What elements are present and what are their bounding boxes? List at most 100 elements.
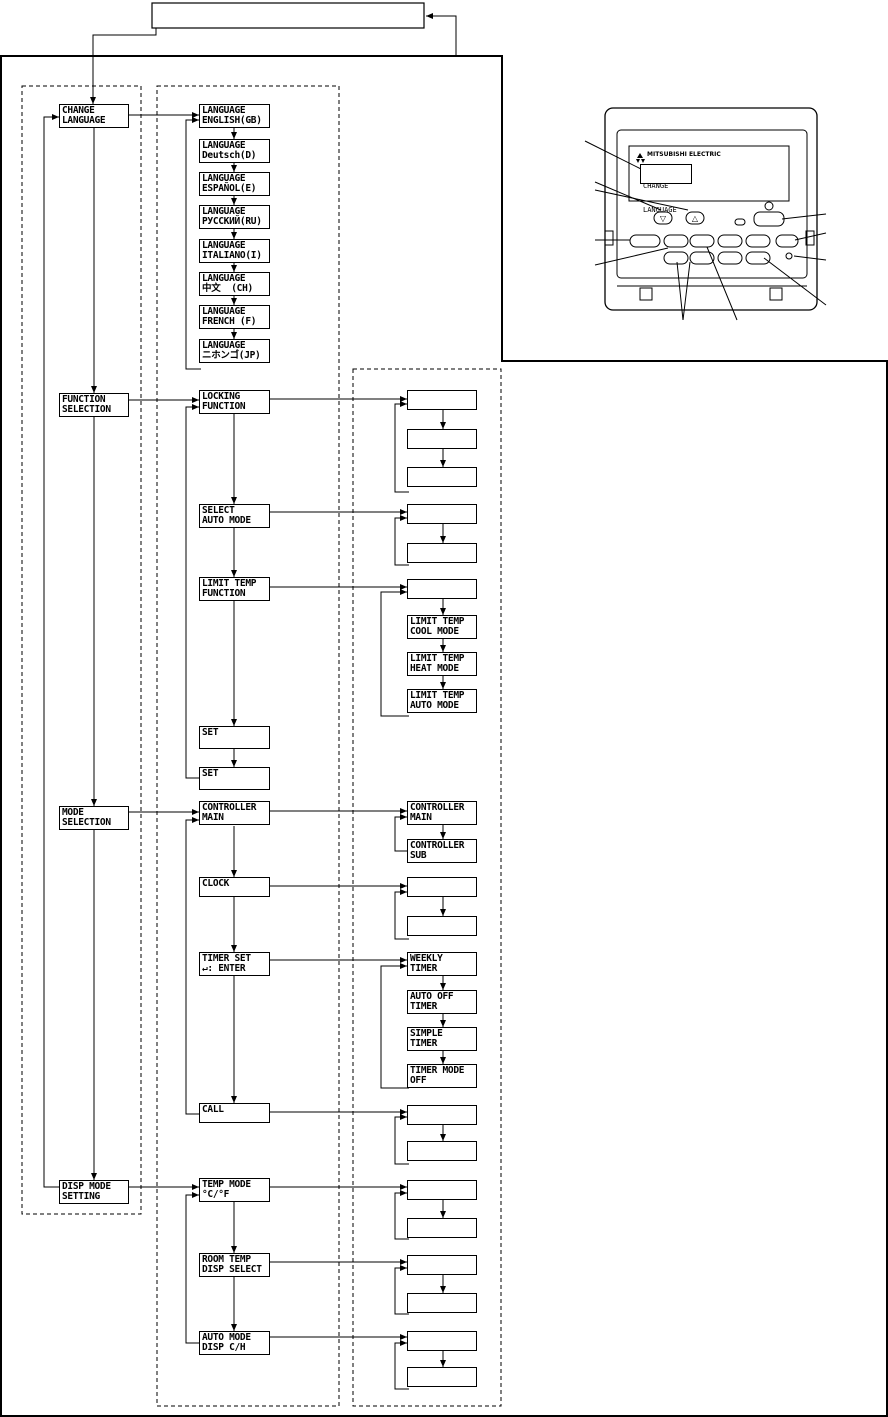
controller-option-line-2: MAIN [410, 812, 432, 823]
timer-option-line-1: AUTO OFF [410, 991, 454, 1002]
timer-option-line-2: TIMER [410, 1001, 438, 1012]
auto-disp-setting-2 [407, 1367, 477, 1387]
timer-option-line-1: WEEKLY [410, 953, 443, 964]
mode-item: CALL [199, 1103, 270, 1123]
function-item-line-1: SET [202, 727, 219, 738]
outer-frame [0, 55, 888, 1417]
remote-display-line-2: LANGUAGE [643, 206, 677, 214]
language-option-line-2: ITALIANO(I) [202, 250, 262, 261]
auto-mode-setting-1 [407, 504, 477, 524]
language-return-loop [185, 117, 201, 370]
language-option-line-2: FRENCH (F) [202, 316, 257, 327]
room-temp-setting-2 [407, 1293, 477, 1313]
disp-return-loop [185, 1192, 201, 1344]
menu-disp-mode-setting-line-1: DISP MODE [62, 1181, 111, 1192]
mode-item-line-1: CLOCK [202, 878, 230, 889]
language-option-line-2: РУССКИЙ(RU) [202, 216, 262, 227]
function-item: SET [199, 726, 270, 749]
function-item-line-1: LOCKING [202, 391, 240, 402]
timer-option-line-2: TIMER [410, 963, 438, 974]
disp-item-line-1: AUTO MODE [202, 1332, 251, 1343]
language-option-line-2: 中文 (CH) [202, 283, 253, 294]
mode-item-line-2: MAIN [202, 812, 224, 823]
language-option-line-2: ESPAÑOL(E) [202, 183, 257, 194]
temp-mode-setting-1 [407, 1180, 477, 1200]
language-option-line-2: ニホンゴ(JP) [202, 350, 261, 361]
language-option-line-2: ENGLISH(GB) [202, 115, 262, 126]
remote-lcd [628, 145, 790, 202]
language-option-line-2: Deutsch(D) [202, 150, 257, 161]
timer-option-line-2: TIMER [410, 1038, 438, 1049]
remote-controller: ▽ △ [584, 107, 827, 321]
controller-option-line-1: CONTROLLER [410, 802, 465, 813]
clock-setting-1 [407, 877, 477, 897]
menu-mode-selection-line-2: SELECTION [62, 817, 111, 828]
top-connector-left [90, 28, 157, 104]
limit-temp-mode-line-2: COOL MODE [410, 626, 459, 637]
disp-item-line-1: ROOM TEMP [202, 1254, 251, 1265]
language-option-line-1: LANGUAGE [202, 140, 246, 151]
timer-option-line-1: TIMER MODE [410, 1065, 465, 1076]
remote-buttons-tempupdown [653, 211, 673, 225]
language-option-line-1: LANGUAGE [202, 340, 246, 351]
disp-item-line-1: TEMP MODE [202, 1179, 251, 1190]
callout-lines [584, 140, 827, 321]
menu-mode-selection-line-1: MODE [62, 807, 84, 818]
function-item: SET [199, 767, 270, 790]
call-setting-1 [407, 1105, 477, 1125]
language-option-line-1: LANGUAGE [202, 105, 246, 116]
call-setting-2 [407, 1141, 477, 1161]
disp-item-line-2: DISP C/H [202, 1342, 246, 1353]
mode-item-line-1: CALL [202, 1104, 224, 1115]
svg-text:△: △ [692, 214, 699, 223]
auto-disp-setting-1 [407, 1331, 477, 1351]
menu-change-language-line-2: LANGUAGE [62, 115, 106, 126]
mode-item-line-2: ↵: ENTER [202, 963, 246, 974]
remote-body [604, 107, 818, 311]
auto-mode-setting-2 [407, 543, 477, 563]
mode-item: TIMER SET↵: ENTER [199, 952, 270, 976]
language-option-line-1: LANGUAGE [202, 240, 246, 251]
function-item-line-1: LIMIT TEMP [202, 578, 257, 589]
timer-option-line-1: SIMPLE [410, 1028, 443, 1039]
mitsubishi-logo-icon [636, 153, 645, 163]
limit-temp-mode-line-1: LIMIT TEMP [410, 653, 465, 664]
disp-item-line-2: DISP SELECT [202, 1264, 262, 1275]
clock-setting-2 [407, 916, 477, 936]
controller-option-line-2: SUB [410, 850, 427, 861]
mode-item: CLOCK [199, 877, 270, 897]
disp-item-line-2: °C/°F [202, 1189, 230, 1200]
menu-function-selection-line-2: SELECTION [62, 404, 111, 415]
room-temp-setting-1 [407, 1255, 477, 1275]
function-item-line-1: SET [202, 768, 219, 779]
remote-brand: MITSUBISHI ELECTRIC [647, 151, 721, 158]
remote-display-line-1: CHANGE [643, 182, 669, 190]
language-option-line-1: LANGUAGE [202, 206, 246, 217]
locking-setting-1 [407, 390, 477, 410]
top-connector-right [426, 13, 457, 56]
limit-temp-mode-line-2: HEAT MODE [410, 663, 459, 674]
mode-return-loop [185, 817, 201, 1115]
